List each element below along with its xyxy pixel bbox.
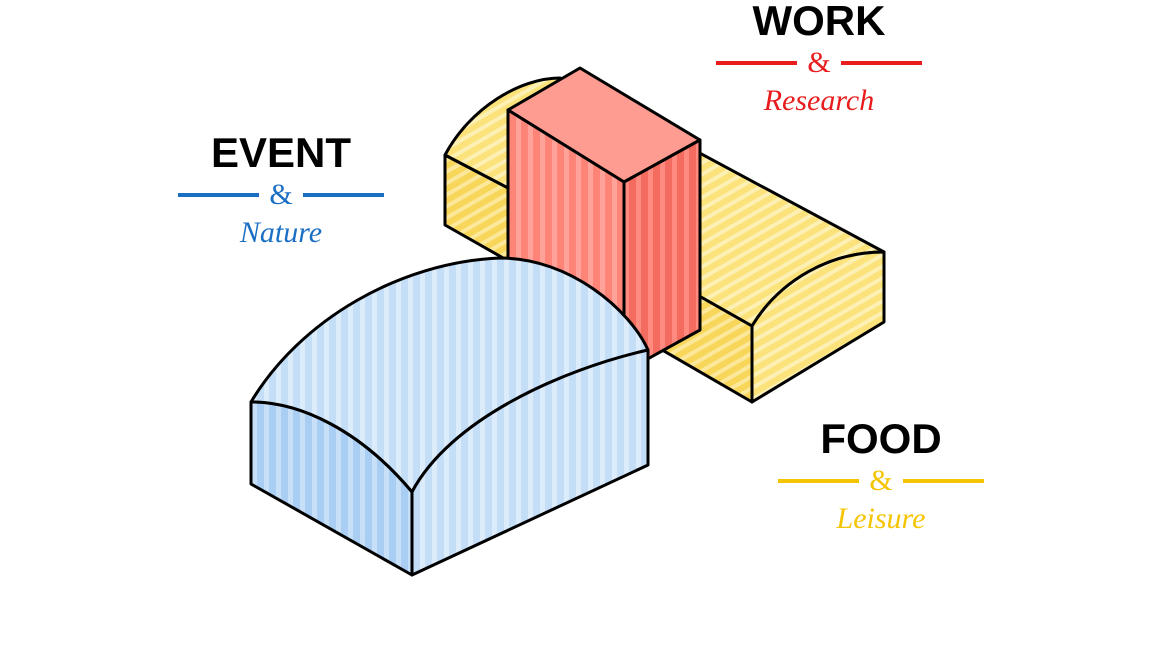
blue-volume (249, 256, 650, 577)
work-ampersand: & (807, 46, 831, 79)
food-rule-right (902, 479, 984, 483)
event-divider: & (178, 180, 384, 210)
food-ampersand: & (869, 464, 893, 497)
yellow-end-face (750, 250, 886, 404)
food-label: FOOD & Leisure (778, 418, 984, 534)
work-title: WORK (752, 0, 886, 44)
food-rule-left (778, 479, 860, 483)
event-subtitle: Nature (239, 216, 323, 249)
food-subtitle: Leisure (836, 502, 926, 535)
food-title: FOOD (820, 415, 942, 462)
event-rule-left (178, 193, 260, 197)
work-label: WORK & Research (716, 0, 922, 116)
work-rule-left (716, 61, 798, 65)
work-divider: & (716, 48, 922, 78)
food-divider: & (778, 466, 984, 496)
work-rule-right (840, 61, 922, 65)
event-title: EVENT (210, 129, 352, 176)
blue-side-face (410, 348, 650, 577)
work-subtitle: Research (763, 84, 875, 117)
event-label: EVENT & Nature (178, 132, 384, 248)
event-ampersand: & (269, 178, 293, 211)
event-rule-right (302, 193, 384, 197)
red-right-face (622, 138, 702, 374)
